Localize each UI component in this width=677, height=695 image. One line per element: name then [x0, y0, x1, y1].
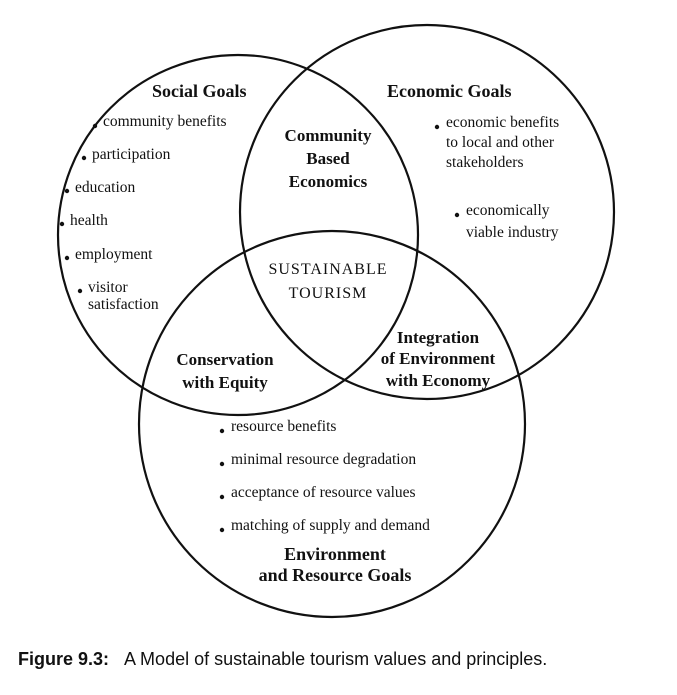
venn-diagram: Social Goals community benefits particip… — [56, 23, 616, 619]
list-item: participation — [92, 146, 171, 163]
community-based-economics-label: Community Based Economics — [285, 126, 372, 191]
list-item: matching of supply and demand — [231, 517, 430, 534]
overlap-line: of Environment — [381, 349, 496, 368]
bullet-icon — [219, 527, 225, 533]
bullet-icon — [64, 188, 70, 194]
overlap-line: Based — [306, 149, 350, 168]
bullet-icon — [92, 123, 98, 129]
list-item: community benefits — [103, 113, 227, 130]
environment-goals-title: Environment and Resource Goals — [259, 544, 412, 585]
figure-label: Figure 9.3: — [18, 649, 110, 669]
overlap-line: Economics — [289, 172, 368, 191]
list-item: acceptance of resource values — [231, 484, 416, 501]
list-item: minimal resource degradation — [231, 451, 416, 468]
overlap-line: Community — [285, 126, 372, 145]
conservation-with-equity-label: Conservation with Equity — [176, 350, 274, 392]
bullet-icon — [219, 428, 225, 434]
title-line: and Resource Goals — [259, 565, 412, 585]
list-item: visitor — [88, 279, 128, 296]
environment-goals-circle — [137, 229, 527, 619]
list-item: health — [70, 212, 108, 229]
title-line: Environment — [284, 544, 386, 564]
economic-goals-title: Economic Goals — [387, 81, 512, 101]
list-item: satisfaction — [88, 296, 159, 313]
environment-goals-list: resource benefits minimal resource degra… — [219, 418, 430, 534]
list-item: economic benefits — [446, 114, 559, 131]
center-line: TOURISM — [289, 285, 368, 302]
list-item: employment — [75, 246, 153, 263]
integration-environment-economy-label: Integration of Environment with Economy — [381, 328, 496, 390]
overlap-line: with Equity — [182, 373, 268, 392]
bullet-icon — [434, 124, 440, 130]
list-item: stakeholders — [446, 154, 523, 171]
bullet-icon — [454, 212, 460, 218]
list-item: economically — [466, 202, 550, 219]
list-item: viable industry — [466, 224, 559, 241]
economic-goals-list: economic benefits to local and other sta… — [434, 114, 559, 241]
social-goals-title: Social Goals — [152, 81, 247, 101]
bullet-icon — [81, 155, 87, 161]
bullet-icon — [219, 461, 225, 467]
list-item: to local and other — [446, 134, 555, 151]
sustainable-tourism-label: SUSTAINABLE TOURISM — [268, 261, 387, 302]
bullet-icon — [64, 255, 70, 261]
bullet-icon — [77, 288, 83, 294]
economic-goals-circle — [238, 23, 616, 401]
figure-caption-text: A Model of sustainable tourism values an… — [124, 649, 548, 669]
overlap-line: Integration — [397, 328, 480, 347]
overlap-line: Conservation — [176, 350, 274, 369]
overlap-line: with Economy — [386, 371, 491, 390]
social-goals-list: community benefits participation educati… — [59, 113, 227, 313]
list-item: education — [75, 179, 136, 196]
bullet-icon — [59, 221, 65, 227]
center-line: SUSTAINABLE — [268, 261, 387, 278]
list-item: resource benefits — [231, 418, 336, 435]
figure-caption: Figure 9.3: A Model of sustainable touri… — [18, 648, 578, 670]
bullet-icon — [219, 494, 225, 500]
social-goals-circle — [56, 53, 420, 417]
